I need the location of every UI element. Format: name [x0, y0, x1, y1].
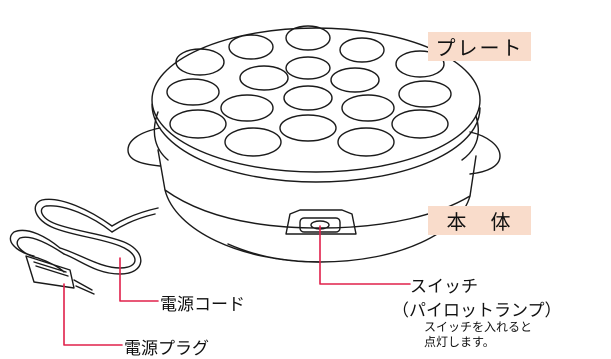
power-plug-label: 電源プラグ: [124, 339, 209, 359]
leader-lines: [63, 225, 411, 346]
switch-note-line-1: スイッチを入れると: [424, 320, 533, 334]
switch-leader-line: [319, 225, 411, 285]
body-label: 本 体: [446, 210, 513, 234]
plate-wells: [166, 25, 452, 157]
body-label-highlight: [428, 206, 531, 235]
switch: [285, 209, 357, 235]
power-plug-leader-line: [63, 283, 123, 346]
plate: [151, 25, 481, 183]
power-plug: [25, 255, 95, 295]
pilot-lamp-label: （パイロットランプ）: [392, 301, 562, 321]
power-cord-leader-line: [119, 257, 159, 302]
appliance-body: [127, 127, 501, 263]
power-cord: [9, 198, 159, 275]
switch-label: スイッチ: [410, 277, 478, 297]
plate-label-highlight: [428, 32, 531, 61]
plate-label: プレート: [435, 36, 524, 60]
switch-note-line-2: 点灯します。: [424, 335, 495, 349]
power-cord-label: 電源コード: [160, 295, 245, 315]
